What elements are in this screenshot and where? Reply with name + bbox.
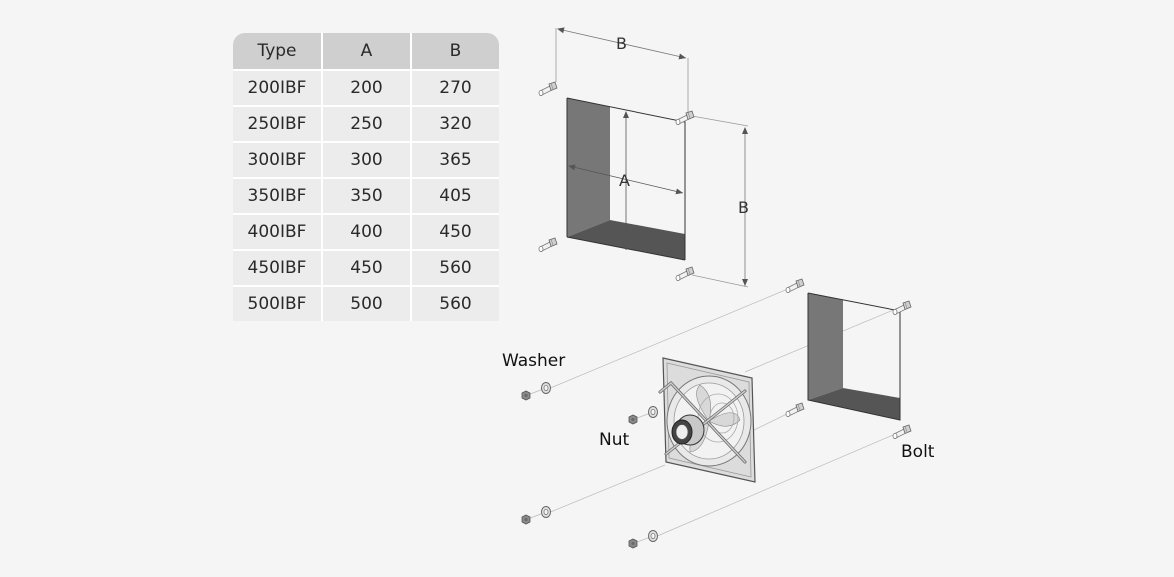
- washer-icon: [541, 382, 551, 394]
- table-row: 400IBF 400 450: [233, 215, 499, 251]
- bolt-icon: [892, 424, 912, 440]
- label-bolt: Bolt: [901, 442, 935, 462]
- cell-type: 400IBF: [233, 215, 323, 251]
- dimension-label-a: A: [619, 171, 630, 190]
- cell-a: 400: [323, 215, 412, 251]
- table-row: 500IBF 500 560: [233, 287, 499, 321]
- cell-b: 365: [412, 143, 499, 179]
- table-row: 300IBF 300 365: [233, 143, 499, 179]
- cell-type: 250IBF: [233, 107, 323, 143]
- bolt-icon: [538, 81, 558, 96]
- washer-icon: [648, 406, 658, 418]
- nut-icon: [628, 414, 638, 425]
- spec-table: Type A B 200IBF 200 270 250IBF 250 320 3…: [233, 33, 499, 321]
- cell-a: 350: [323, 179, 412, 215]
- cell-b: 560: [412, 251, 499, 287]
- cell-a: 300: [323, 143, 412, 179]
- header-a: A: [323, 33, 412, 71]
- fan-blade: [708, 412, 741, 427]
- cell-b: 270: [412, 71, 499, 107]
- cell-a: 450: [323, 251, 412, 287]
- cell-type: 500IBF: [233, 287, 323, 321]
- cell-a: 250: [323, 107, 412, 143]
- cell-b: 560: [412, 287, 499, 321]
- header-b: B: [412, 33, 499, 71]
- panel-bottom-face: [808, 388, 900, 420]
- bolt-icon: [785, 402, 805, 418]
- cell-type: 450IBF: [233, 251, 323, 287]
- cell-a: 200: [323, 71, 412, 107]
- fan-unit: [658, 357, 756, 483]
- panel-left-face: [567, 98, 610, 237]
- cell-type: 300IBF: [233, 143, 323, 179]
- bolt-icon: [538, 237, 558, 253]
- cell-b: 450: [412, 215, 499, 251]
- nut-icon: [521, 390, 531, 401]
- dimension-label-side-b: B: [738, 198, 749, 217]
- dimension-line-a-horizontal: [568, 164, 684, 195]
- cell-type: 200IBF: [233, 71, 323, 107]
- bolt-icon: [675, 266, 695, 282]
- table-row: 350IBF 350 405: [233, 179, 499, 215]
- dimension-label-top-b: B: [616, 34, 627, 53]
- dimension-diagram: B B A: [538, 27, 749, 288]
- header-type: Type: [233, 33, 323, 71]
- nut-icon: [628, 538, 638, 549]
- table-row: 200IBF 200 270: [233, 71, 499, 107]
- table-row: 250IBF 250 320: [233, 107, 499, 143]
- label-nut: Nut: [599, 430, 629, 450]
- label-washer: Washer: [502, 351, 565, 371]
- washer-icon: [648, 530, 658, 542]
- cell-a: 500: [323, 287, 412, 321]
- washer-icon: [541, 506, 551, 518]
- cell-b: 320: [412, 107, 499, 143]
- nut-icon: [521, 514, 531, 525]
- bolt-icon: [892, 300, 912, 316]
- extension-line: [691, 115, 749, 127]
- panel-left-face: [808, 293, 843, 400]
- table-header-row: Type A B: [233, 33, 499, 71]
- table-row: 450IBF 450 560: [233, 251, 499, 287]
- bolt-icon: [785, 278, 805, 294]
- cell-b: 405: [412, 179, 499, 215]
- extension-line: [691, 274, 749, 288]
- dimension-line-top-b: [557, 27, 687, 60]
- panel-outline: [566, 97, 686, 260]
- assembly-diagram: Washer Nut Bolt: [502, 278, 935, 549]
- cell-type: 350IBF: [233, 179, 323, 215]
- panel-outline: [807, 292, 901, 421]
